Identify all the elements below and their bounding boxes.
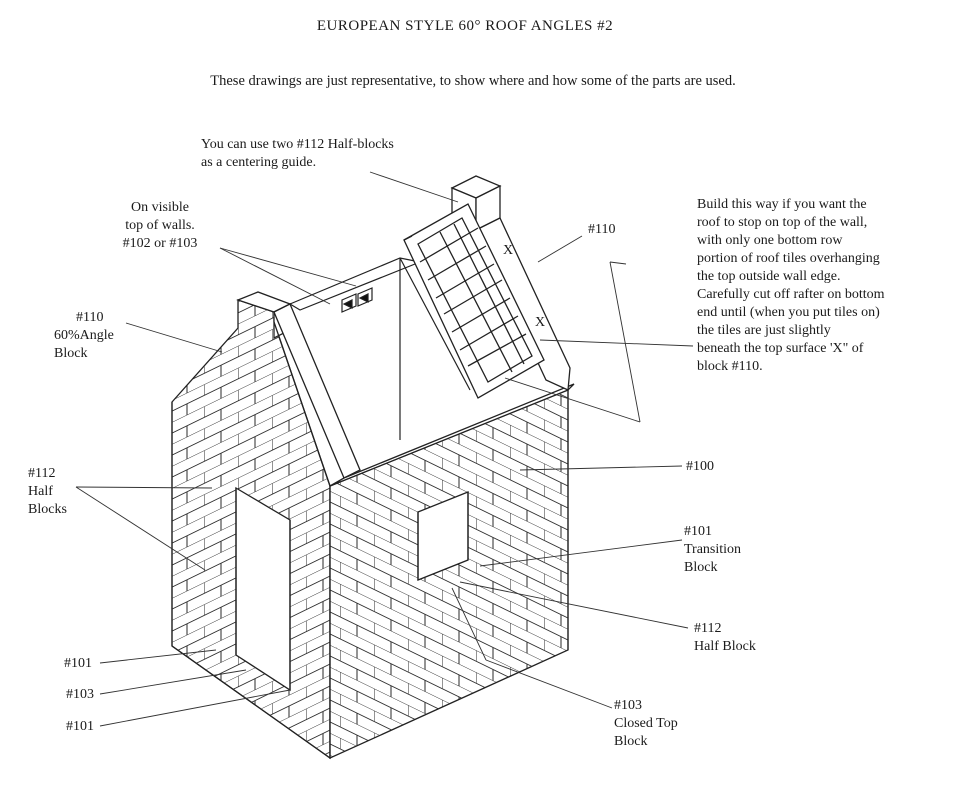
callout-closed-top-block: #103 Closed Top Block: [614, 697, 678, 751]
callout-line: with only one bottom row: [697, 233, 843, 248]
front-wall: [329, 383, 575, 760]
callout-line: the top outside wall edge.: [697, 269, 841, 284]
callout-half-block: #112 Half Block: [694, 620, 756, 656]
callout-line: the tiles are just slightly: [697, 323, 831, 338]
callout-line: #110: [76, 310, 104, 325]
callout-line: Carefully cut off rafter on bottom: [697, 287, 885, 302]
marker-x-top: X: [503, 243, 514, 258]
callout-centering-guide: You can use two #112 Half-blocks as a ce…: [201, 136, 394, 172]
callout-bottom-101-a: #101: [64, 656, 92, 671]
callout-110-right: #110: [588, 222, 616, 237]
callout-half-blocks: #112 Half Blocks: [28, 465, 67, 519]
left-roof-edge: [273, 303, 361, 487]
leader-lines: [75, 171, 694, 727]
callout-bottom-103: #103: [66, 687, 94, 702]
callout-line: Block: [614, 734, 648, 749]
callout-line: #102 or #103: [122, 236, 198, 251]
callout-bottom-101-b: #101: [66, 719, 94, 734]
rafter-frame: [403, 203, 545, 399]
callout-line: beneath the top surface 'X" of: [697, 341, 864, 356]
callout-line: Block: [684, 560, 718, 575]
callout-line: Block: [54, 346, 88, 361]
callout-line: portion of roof tiles overhanging: [697, 251, 880, 266]
left-gable-wall: [171, 291, 331, 760]
callout-line: Build this way if you want the: [697, 197, 867, 212]
callout-angle-block: #110 60%Angle Block: [54, 309, 114, 363]
callout-line: as a centering guide.: [201, 155, 317, 170]
callout-line: 60%Angle: [54, 328, 114, 343]
callout-100: #100: [686, 459, 714, 474]
callout-transition-block: #101 Transition Block: [684, 523, 741, 577]
callout-line: #103: [614, 698, 642, 713]
callout-line: end until (when you put tiles on): [697, 305, 880, 320]
callout-line: roof to stop on top of the wall,: [697, 215, 868, 230]
callout-line: #101: [684, 524, 712, 539]
callout-line: #112: [694, 621, 722, 636]
bottom-corner: [171, 390, 569, 759]
callout-line: top of walls.: [125, 218, 195, 233]
callout-build-note: Build this way if you want the roof to s…: [697, 196, 885, 376]
callout-visible-top: On visible top of walls. #102 or #103: [100, 199, 220, 253]
callout-line: block #110.: [697, 359, 763, 374]
callout-line: On visible: [131, 200, 189, 215]
callout-line: Half Block: [694, 639, 756, 654]
page-subtitle: These drawings are just representative, …: [210, 73, 736, 89]
callout-line: You can use two #112 Half-blocks: [201, 137, 394, 152]
callout-line: Transition: [684, 542, 742, 557]
callout-line: Blocks: [28, 502, 67, 517]
callout-line: #112: [28, 466, 56, 481]
callout-line: Half: [28, 484, 53, 499]
page-title: EUROPEAN STYLE 60° ROOF ANGLES #2: [316, 18, 614, 34]
marker-x-bottom: X: [535, 315, 546, 330]
callout-line: Closed Top: [614, 716, 678, 731]
centering-blocks: [341, 287, 373, 313]
